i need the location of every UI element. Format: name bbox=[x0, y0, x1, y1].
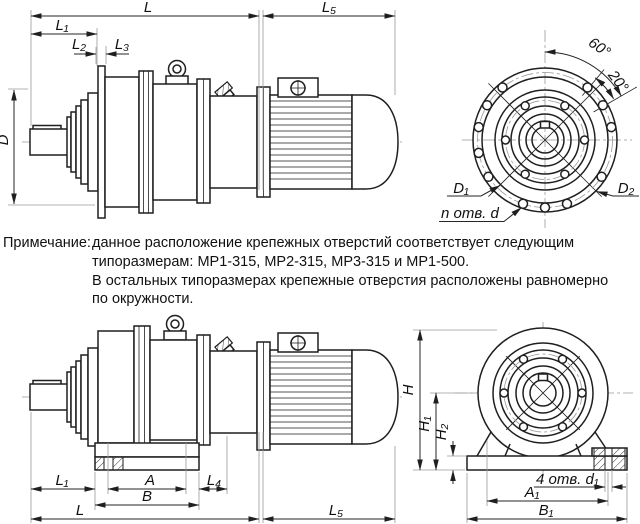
dim-label-H: H bbox=[400, 384, 417, 395]
dim-label-B: B bbox=[142, 488, 152, 505]
foot-section-hatch bbox=[94, 456, 105, 471]
foot-section-hatch bbox=[593, 447, 606, 471]
dim-label-L4: L₄ bbox=[207, 472, 221, 489]
view-side-foot-mounted: L₁ A B L₄ L L₅ bbox=[22, 314, 402, 523]
dim-label-4-holes: 4 отв. d₁ bbox=[536, 471, 599, 488]
note-label: Примечание: bbox=[3, 235, 91, 251]
output-shaft bbox=[29, 128, 69, 156]
housing-section-2 bbox=[152, 83, 198, 201]
mounting-holes-outer bbox=[473, 82, 617, 213]
dim-label-A: A bbox=[144, 472, 155, 489]
foot-base-lower bbox=[94, 456, 200, 471]
view-foot-end: H H₁ H₂ A₁ B₁ 4 отв. d₁ bbox=[400, 322, 633, 523]
note-line: типоразмерам: МР1-315, МР2-315, МР3-315 … bbox=[92, 253, 470, 270]
dim-label-B1: B₁ bbox=[539, 502, 554, 519]
dim-label-L: L bbox=[76, 502, 84, 519]
note-body: данное расположение крепежных отверстий … bbox=[92, 234, 637, 309]
dim-label-D1: D₁ bbox=[453, 180, 469, 197]
keyway bbox=[537, 373, 549, 382]
dim-label-A1: A₁ bbox=[524, 484, 540, 501]
adapter-housing bbox=[209, 350, 258, 434]
note-line: В остальных типоразмерах крепежные отвер… bbox=[92, 272, 609, 289]
leader-D2 bbox=[596, 191, 639, 198]
adapter-housing bbox=[209, 95, 258, 189]
dim-label-H2: H₂ bbox=[433, 423, 450, 440]
dim-label-L3: L₃ bbox=[115, 36, 129, 53]
keyway bbox=[539, 120, 551, 129]
foot-base bbox=[466, 455, 628, 471]
dim-label-D: D bbox=[0, 134, 12, 145]
mounting-holes-inner bbox=[500, 101, 590, 179]
shaft-cone-steps bbox=[66, 92, 99, 192]
dim-label-L2: L₂ bbox=[72, 36, 86, 53]
view-flange-end: 60° 20° D₁ D₂ n отв. d bbox=[439, 30, 639, 228]
foot-raised-end bbox=[591, 447, 628, 457]
dim-label-L1: L₁ bbox=[55, 17, 68, 34]
leader-D1 bbox=[447, 185, 501, 197]
mounting-holes bbox=[499, 354, 587, 432]
dim-label-H1: H₁ bbox=[416, 416, 433, 432]
foot-base-upper bbox=[94, 442, 200, 458]
motor-stator bbox=[269, 94, 353, 190]
note-line: по окружности. bbox=[92, 291, 194, 308]
note-block: Примечание: данное расположение крепежны… bbox=[3, 234, 637, 309]
motor-end-cap bbox=[351, 349, 399, 445]
motor-end-cap bbox=[351, 94, 399, 190]
dim-label-n-holes: n отв. d bbox=[441, 205, 500, 222]
foot-section-hatch bbox=[611, 447, 626, 471]
view-side-flange-mounted: L L₅ L₁ L₂ L₃ D bbox=[0, 0, 402, 219]
dim-label-L: L bbox=[144, 0, 152, 16]
leader-n-holes bbox=[439, 207, 522, 222]
housing-ring-1 bbox=[138, 70, 154, 214]
motor-fins bbox=[270, 355, 352, 435]
dim-label-D2: D₂ bbox=[618, 180, 635, 197]
dim-arc-60 bbox=[544, 49, 622, 97]
motor-fins bbox=[270, 100, 352, 180]
foot-section-hatch bbox=[112, 456, 124, 471]
dim-label-L5: L₅ bbox=[329, 502, 343, 519]
housing-section-2 bbox=[149, 339, 198, 441]
dim-label-L1: L₁ bbox=[55, 472, 68, 489]
eye-bolt-icon bbox=[163, 314, 187, 341]
eye-bolt-icon bbox=[165, 59, 189, 86]
dim-label-L5: L₅ bbox=[322, 0, 336, 16]
note-line: данное расположение крепежных отверстий … bbox=[92, 235, 575, 251]
housing-ring-1 bbox=[133, 325, 151, 448]
output-shaft bbox=[29, 383, 69, 411]
mounting-flange bbox=[97, 65, 106, 219]
shaft-cone-steps bbox=[66, 347, 99, 447]
dim-arc-20 bbox=[594, 77, 615, 100]
housing-section-1 bbox=[97, 330, 135, 444]
dim-label-60deg: 60° bbox=[585, 34, 613, 61]
motor-stator bbox=[269, 349, 353, 445]
housing-section-1 bbox=[104, 76, 140, 208]
